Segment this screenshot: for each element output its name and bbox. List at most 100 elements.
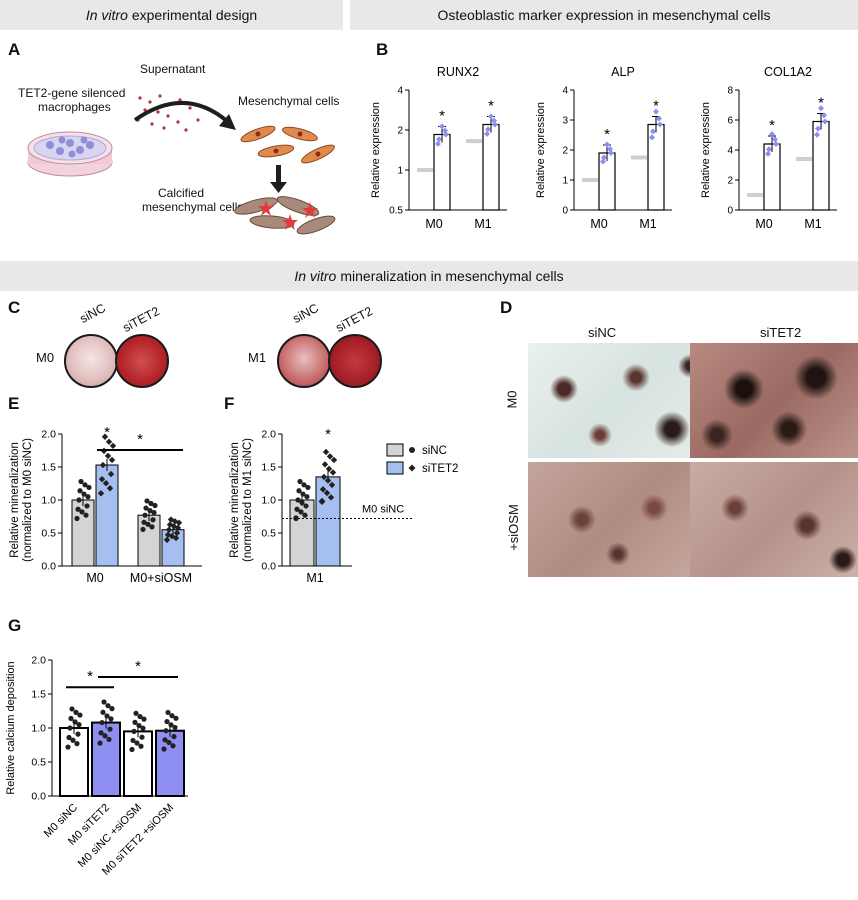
calcium-data-point — [100, 709, 106, 715]
mineral-m0-data-point — [164, 531, 172, 538]
mineral-m0-data-point — [79, 509, 85, 515]
petri-dish-icon — [27, 131, 113, 177]
mineral-m0-data-point — [107, 470, 115, 478]
alp-title: ALP — [611, 65, 635, 79]
panel-letter-g: G — [8, 616, 22, 635]
col1a2-ytick-label: 2 — [727, 176, 733, 187]
runx2-bar-treated — [433, 133, 451, 211]
mineral-m1-data-point — [301, 482, 307, 488]
mesenchymal-cells-icon — [240, 125, 335, 164]
runx2-sig: * — [488, 97, 494, 114]
well-m0-sitet2 — [115, 334, 169, 388]
calcium-data-point — [173, 715, 179, 721]
panel-letter-a: A — [8, 40, 21, 59]
alp-ytick-label: 0 — [562, 206, 568, 217]
mineral-m0-data-point — [76, 497, 82, 503]
calcium-data-point — [130, 737, 136, 744]
calcium-data-point — [139, 734, 145, 740]
alp-data-point — [650, 128, 656, 135]
alp-data-point — [656, 115, 662, 122]
col1a2-data-point — [815, 125, 821, 132]
micro-row-sioms: +siOSM — [505, 504, 521, 551]
mineral-m1-ytick-label: 0.0 — [261, 561, 276, 573]
mineral-m1-ytick-label: 2.0 — [261, 429, 276, 441]
runx2-data-point — [485, 126, 491, 133]
calcium-data-point — [161, 746, 167, 752]
calcium-data-point — [74, 741, 80, 747]
micrograph-m0-sitet2 — [690, 343, 858, 458]
col1a2-xtick-label: M1 — [804, 217, 821, 231]
panel-letter-d: D — [500, 298, 513, 317]
mineral-m1-data-point — [325, 465, 333, 473]
calcium-data-point — [134, 740, 140, 746]
plate-label-m1-sinc: siNC — [290, 300, 321, 326]
mineral-m1-sig-above: * — [325, 426, 331, 443]
runx2-data-point — [443, 131, 449, 138]
mineral-m0-data-point — [144, 498, 150, 504]
alp-ytick-label: 3 — [562, 116, 568, 127]
mineral-m1-data-point — [328, 481, 336, 489]
calcium-data-point — [102, 733, 108, 739]
schematic-drawing — [27, 94, 336, 235]
mineral-m0-data-point — [104, 452, 112, 460]
mineral-m0-data-point — [143, 505, 149, 511]
header-design-text: experimental design — [131, 7, 258, 23]
mineral-m1-ytick-label: 1.0 — [261, 495, 276, 507]
col1a2-ytick-label: 8 — [727, 86, 733, 97]
calcium-data-point — [99, 719, 105, 726]
alp-ytick-label: 2 — [562, 146, 568, 157]
mineral-m1-ytick-label: 0.5 — [261, 528, 276, 540]
header-mineral-italic: In vitro — [294, 268, 337, 284]
calcium-data-point — [164, 718, 170, 725]
calcified-label-2: mesenchymal cells — [142, 200, 244, 214]
calcium-data-point — [131, 728, 137, 734]
micro-row-m0: M0 — [504, 390, 520, 409]
mineral-m1-data-point — [300, 491, 306, 497]
col1a2-ytick-label: 0 — [727, 206, 733, 217]
plate-label-m1-sitet2: siTET2 — [333, 304, 375, 335]
plate-label-m0-sinc: siNC — [77, 300, 108, 326]
alp-data-point — [604, 141, 610, 148]
mineral-m0-sig-above: * — [104, 424, 110, 441]
well-m1-sitet2 — [328, 334, 382, 388]
mineral-m1-legend-marker — [409, 447, 415, 453]
mineral-m0-data-point — [106, 485, 114, 492]
plate-row-m0: M0 — [36, 350, 55, 365]
runx2-bar-control — [417, 168, 433, 172]
calcium-data-point — [72, 719, 78, 725]
calcium-data-point — [140, 725, 146, 731]
plate-label-m0-sitet2: siTET2 — [120, 304, 162, 335]
mineral-m1-data-point — [321, 461, 329, 468]
mineral-m0-data-point — [75, 506, 81, 512]
mineral-m0-xtick-label: M0 — [86, 571, 103, 585]
calcium-data-point — [65, 744, 71, 750]
mineral-m0-ytick-label: 1.0 — [41, 495, 56, 507]
mesenchymal-label: Mesenchymal cells — [238, 94, 340, 108]
header-osteo: Osteoblastic marker expression in mesenc… — [350, 0, 858, 30]
mineral-m0-data-point — [167, 516, 175, 523]
col1a2-sig: * — [818, 95, 824, 112]
calcium-data-point — [108, 716, 114, 722]
mineral-m1-data-point — [296, 488, 302, 494]
col1a2-data-point — [773, 141, 779, 147]
calcium-data-point — [76, 722, 82, 728]
mineral-m0-data-point — [78, 478, 84, 485]
calcium-data-point — [136, 722, 142, 729]
calcium-data-point — [73, 709, 79, 715]
col1a2-data-point — [814, 131, 820, 138]
calcium-sig: * — [135, 658, 141, 675]
micro-col-sinc: siNC — [588, 325, 617, 340]
mineral-m0-data-point — [148, 500, 154, 507]
runx2-data-point — [484, 130, 490, 137]
curved-arrow-head-icon — [219, 114, 236, 130]
curved-arrow-icon — [133, 101, 230, 124]
mineral-m0-data-point — [98, 475, 106, 483]
mineral-m0-ytick-label: 1.5 — [41, 462, 56, 474]
calcium-data-point — [169, 713, 175, 719]
runx2-bar-control — [466, 139, 482, 144]
col1a2-ytick-label: 4 — [727, 146, 733, 157]
mineral-m1-data-point — [329, 469, 337, 476]
alp-xtick-label: M1 — [639, 217, 656, 231]
